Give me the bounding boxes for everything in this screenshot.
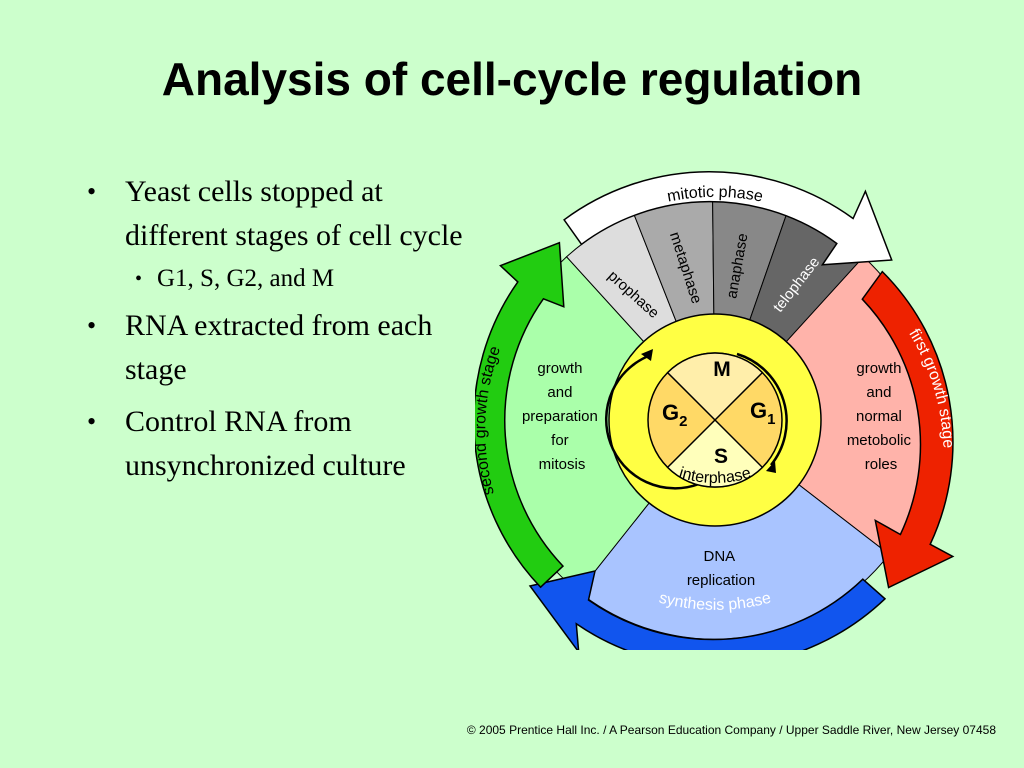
g2-quadrant-label: G2 [662,400,687,430]
bullet-text: Yeast cells stopped at different stages … [125,175,463,252]
mitotic-phase-arrow [563,171,893,266]
g2-arrowhead [641,349,653,361]
bullet-item: Control RNA from unsynchronized culture [85,400,485,488]
g1-sector-label: growth and normal metobolic roles [847,360,915,473]
slide-title: Analysis of cell-cycle regulation [161,53,863,105]
g2-sector-label: growth and preparation for mitosis [522,360,602,473]
m-quadrant [666,352,764,422]
g1-quadrant-label: G1 [750,398,775,428]
second-growth-arrow [475,241,565,589]
interphase-label: interphase [677,465,753,487]
bullet-item: Yeast cells stopped at different stages … [85,170,485,296]
s-sector-label: DNA replication [687,548,755,589]
s-quadrant-label: S [714,445,728,468]
m-quadrant-label: M [713,358,731,381]
g2-cycle-arrow [604,353,700,490]
mitotic-phase-label: mitotic phase [666,184,765,206]
sub-bullet-item: G1, S, G2, and M [125,262,485,296]
synthesis-phase-arrow [528,570,887,650]
g1-arrowhead [766,461,776,473]
bullet-item: RNA extracted from each stage [85,304,485,392]
sub-bullet-list: G1, S, G2, and M [125,262,485,296]
bullet-list: Yeast cells stopped at different stages … [85,170,485,496]
s-quadrant [666,418,764,488]
cell-cycle-diagram: mitotic phase first growth stage synthes… [475,171,957,650]
first-growth-arrow [861,270,955,589]
copyright-credit: © 2005 Prentice Hall Inc. / A Pearson Ed… [466,723,996,737]
g1-cycle-arrow [736,352,788,466]
